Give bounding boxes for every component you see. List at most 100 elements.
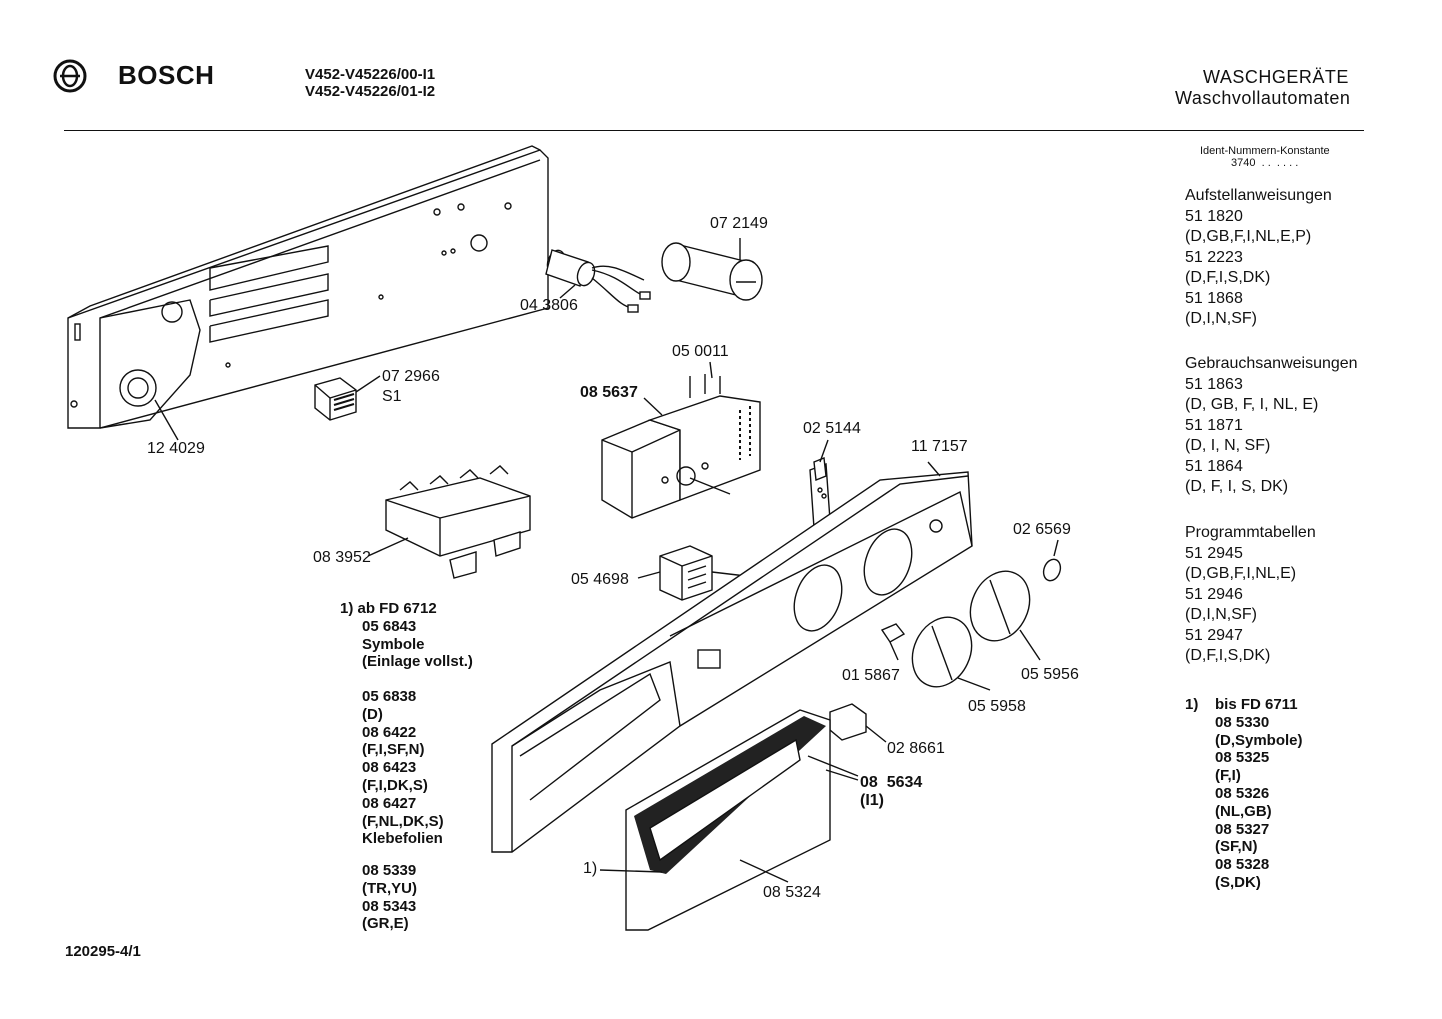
installation-instructions: Aufstellanweisungen 51 1820 (D,GB,F,I,NL…: [1185, 186, 1332, 330]
model-number-2: V452-V45226/01-I2: [305, 83, 436, 100]
part-label: (I1): [860, 792, 884, 809]
note-line: 08 6427: [362, 794, 417, 812]
part-label: 11 7157: [911, 438, 968, 455]
doc-line: 51 1871: [1185, 416, 1243, 434]
doc-line: 51 1864: [1185, 457, 1243, 475]
note-line: 08 5325: [1215, 749, 1270, 767]
program-timer-drawing: [601, 361, 761, 519]
part-label: 08 5324: [763, 884, 821, 901]
part-label: 02 6569: [1013, 521, 1071, 538]
note-line: 08 6422: [362, 723, 417, 741]
suppressor-drawing: [545, 249, 651, 313]
part-label: 08 5634: [860, 774, 923, 791]
doc-line: 51 1863: [1185, 375, 1243, 393]
knob-drawing: [911, 616, 991, 691]
note-line: (F,I,SF,N): [362, 741, 425, 759]
part-label: 12 4029: [147, 440, 205, 457]
note-line: Klebefolien: [362, 830, 443, 848]
doc-line: (D, GB, F, I, NL, E): [1185, 396, 1319, 413]
ident-title: Ident-Nummern-Konstante: [1200, 145, 1330, 157]
small-bracket-drawing: [809, 439, 831, 530]
doc-number: 120295-4/1: [65, 943, 141, 960]
part-label: 08 5637: [580, 384, 638, 401]
note-line: (TR,YU): [362, 879, 417, 897]
note-line: (S,DK): [1215, 873, 1261, 891]
note-line: 08 5343: [362, 897, 417, 915]
note-line: (Einlage vollst.): [362, 653, 473, 671]
right-note-marker: 1): [1185, 696, 1199, 713]
bosch-logo-icon: [52, 58, 88, 99]
part-label: 01 5867: [842, 667, 900, 684]
category-subtitle: Waschvollautomaten: [1175, 88, 1351, 108]
section-title: Programmtabellen: [1185, 524, 1316, 541]
left-note-group-3: 08 5339 (TR,YU) 08 5343 (GR,E): [362, 862, 417, 933]
small-button-drawing: [880, 623, 906, 661]
left-note-group-1: 1) ab FD 6712 05 6843 Symbole (Einlage v…: [340, 600, 473, 671]
part-label: S1: [382, 388, 402, 405]
part-label: 05 4698: [571, 571, 629, 588]
note-line: 1) ab FD 6712: [340, 600, 437, 617]
operating-instructions: Gebrauchsanweisungen 51 1863 (D, GB, F, …: [1185, 354, 1358, 498]
knob-drawing: [969, 570, 1041, 661]
left-note-group-2: 05 6838 (D) 08 6422 (F,I,SF,N) 08 6423 (…: [362, 688, 444, 848]
note-line: 05 6843: [362, 617, 417, 635]
note-line: (NL,GB): [1215, 802, 1272, 820]
section-title: Gebrauchsanweisungen: [1185, 355, 1358, 372]
note-line: 08 5327: [1215, 820, 1270, 838]
program-tables: Programmtabellen 51 2945 (D,GB,F,I,NL,E)…: [1185, 523, 1316, 667]
doc-line: 51 1868: [1185, 289, 1243, 307]
note-line: 08 5328: [1215, 856, 1270, 874]
part-label: 05 5956: [1021, 666, 1079, 683]
doc-line: (D, I, N, SF): [1185, 437, 1271, 454]
part-label: 07 2966: [382, 368, 440, 385]
part-label: 02 5144: [803, 420, 861, 437]
note-line: (F,NL,DK,S): [362, 812, 444, 830]
note-line: (SF,N): [1215, 838, 1258, 856]
note-line: 08 5339: [362, 862, 417, 879]
selector-switch-drawing: [637, 545, 747, 601]
control-panel-drawing: [491, 461, 973, 853]
doc-line: 51 2945: [1185, 544, 1243, 562]
switch-block-drawing: [367, 465, 531, 579]
note-line: (F,I,DK,S): [362, 776, 428, 794]
note-line: 05 6838: [362, 688, 417, 705]
doc-line: (D,F,I,S,DK): [1185, 269, 1271, 286]
part-label: 08 3952: [313, 549, 371, 566]
part-label: 07 2149: [710, 215, 768, 232]
section-title: Aufstellanweisungen: [1185, 187, 1332, 204]
note-line: bis FD 6711: [1215, 696, 1298, 713]
doc-line: (D,GB,F,I,NL,E): [1185, 565, 1297, 582]
doc-line: 51 2947: [1185, 626, 1243, 644]
note-line: (D,Symbole): [1215, 731, 1303, 749]
part-label: 1): [583, 860, 598, 877]
note-line: (D): [362, 705, 383, 723]
doc-line: 51 1820: [1185, 207, 1243, 225]
right-note: bis FD 6711 08 5330 (D,Symbole) 08 5325 …: [1215, 696, 1303, 892]
note-line: 08 6423: [362, 759, 417, 777]
category-title: WASCHGERÄTE: [1203, 67, 1349, 87]
doc-line: (D, F, I, S, DK): [1185, 478, 1289, 495]
note-line: 08 5330: [1215, 713, 1270, 731]
model-number-1: V452-V45226/00-I1: [305, 66, 436, 83]
doc-line: 51 2223: [1185, 248, 1243, 266]
part-label: 05 0011: [672, 343, 729, 360]
brand-name: BOSCH: [118, 60, 215, 90]
push-button-drawing: [829, 703, 887, 743]
header-divider: [64, 130, 1364, 131]
doc-line: (D,I,N,SF): [1185, 606, 1257, 623]
doc-line: (D,GB,F,I,NL,E,P): [1185, 228, 1312, 245]
doc-line: 51 2946: [1185, 585, 1243, 603]
doc-line: (D,F,I,S,DK): [1185, 647, 1271, 664]
note-line: 08 5326: [1215, 784, 1270, 802]
part-label: 05 5958: [968, 698, 1026, 715]
part-label: 04 3806: [520, 297, 578, 314]
doc-line: (D,I,N,SF): [1185, 310, 1257, 327]
capacitor-drawing: [661, 238, 763, 301]
part-label: 02 8661: [887, 740, 945, 757]
note-line: Symbole: [362, 635, 425, 653]
note-line: (GR,E): [362, 915, 409, 933]
note-line: (F,I): [1215, 767, 1241, 785]
drawer-handle-drawing: [599, 709, 859, 931]
ident-value: 3740 . . . . . .: [1231, 157, 1299, 169]
switch-s1-drawing: [314, 375, 381, 421]
